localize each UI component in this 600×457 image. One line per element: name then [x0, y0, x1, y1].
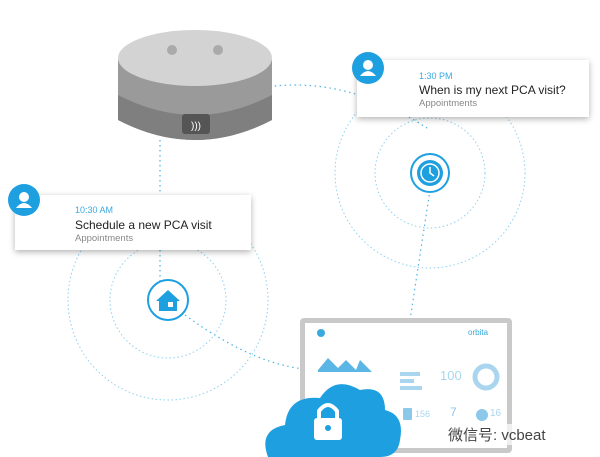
clock-ring-inner	[374, 117, 486, 229]
clock-ring-outer	[334, 77, 526, 269]
notification-card-next-visit: 1:30 PM When is my next PCA visit? Appoi…	[357, 60, 589, 117]
user-avatar-icon	[352, 52, 384, 84]
clock-to-laptop-link	[409, 189, 431, 321]
house-ring-outer	[67, 199, 269, 401]
clock-icon	[410, 153, 450, 193]
home-icon	[147, 279, 189, 321]
laptop-stat-c: 16	[490, 408, 502, 419]
card-message: When is my next PCA visit?	[419, 83, 566, 97]
svg-text:))): )))	[191, 121, 201, 132]
notification-card-schedule: 10:30 AM Schedule a new PCA visit Appoin…	[15, 195, 251, 250]
house-to-laptop-link	[184, 314, 321, 371]
user-avatar-icon	[8, 184, 40, 216]
card-message: Schedule a new PCA visit	[75, 218, 212, 232]
echo-to-clock-link	[249, 84, 431, 131]
laptop-stat-b: 7	[450, 405, 457, 419]
card-category: Appointments	[419, 98, 478, 109]
card-category: Appointments	[75, 233, 134, 244]
smart-speaker-icon: )))	[118, 30, 272, 140]
watermark: 微信号: vcbeat	[448, 424, 546, 445]
card-time: 10:30 AM	[75, 205, 114, 215]
laptop-stat-a: 156	[415, 409, 431, 419]
laptop-brand: orbita	[468, 328, 489, 337]
secure-cloud-icon	[265, 384, 401, 457]
laptop-stat-main: 100	[440, 368, 462, 383]
card-time: 1:30 PM	[419, 71, 453, 81]
